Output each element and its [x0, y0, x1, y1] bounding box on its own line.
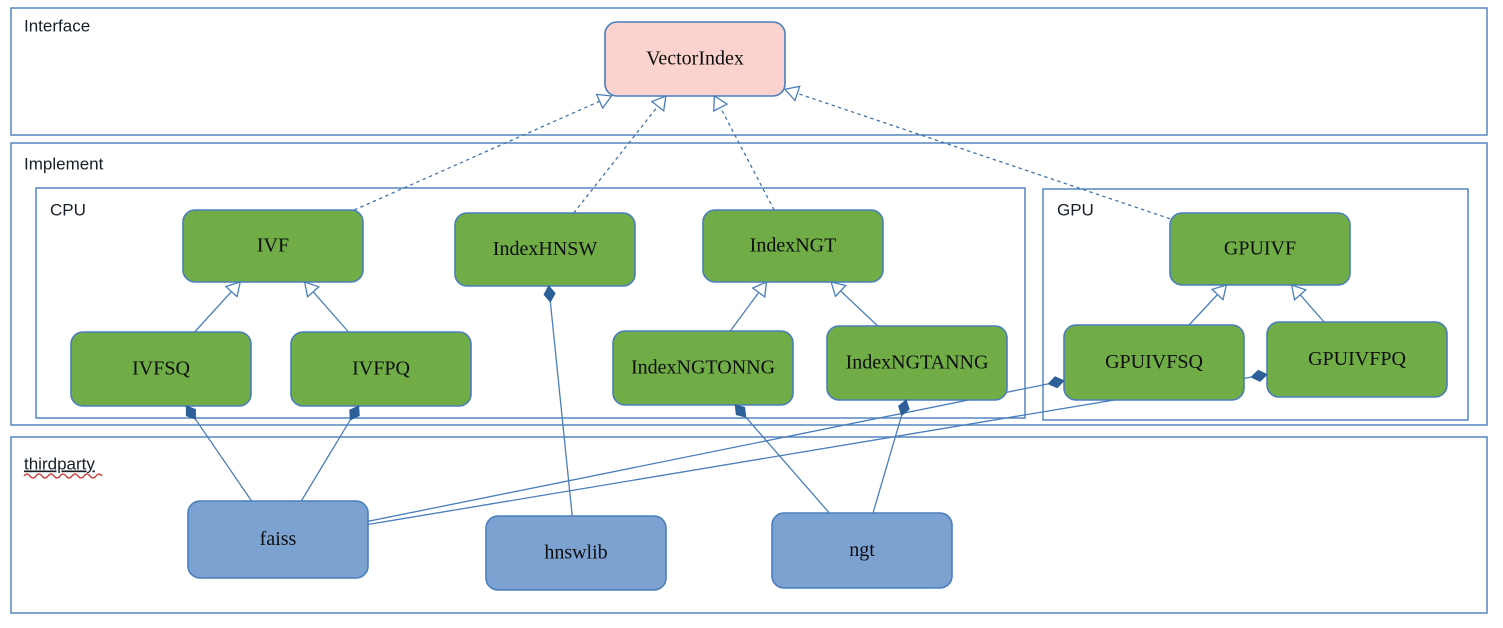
node-shape-vectorindex: [604, 21, 786, 97]
edge-indexngtanng-to-indexngt: [840, 290, 879, 327]
node-label-ivf: IVF: [257, 235, 289, 257]
node-shape-ngt: [771, 512, 953, 589]
arrowhead-generalization-indexngtonng-indexngt-icon: [751, 280, 768, 299]
edge-faiss-to-gpuivfpq: [367, 376, 1252, 526]
node-shape-gpuivf: [1169, 212, 1351, 286]
class-node-vectorindex[interactable]: VectorIndex: [604, 21, 786, 97]
node-label-vectorindex: VectorIndex: [646, 48, 744, 70]
node-shape-gpuivfpq: [1266, 321, 1448, 398]
arrowhead-realization-ivf-vectorindex-icon: [595, 93, 613, 110]
node-shape-faiss: [187, 500, 369, 579]
arrow-head-layer: [185, 85, 1308, 421]
group-label-interface: Interface: [24, 16, 90, 35]
arrowhead-realization-indexngt-vectorindex-icon: [713, 94, 729, 113]
edge-faiss-to-gpuivfsq: [367, 383, 1049, 522]
arrowhead-composition-ngt-indexngtonng-icon: [734, 404, 747, 418]
class-node-indexhnsw[interactable]: IndexHNSW: [454, 212, 636, 287]
group-label-cpu: CPU: [50, 200, 86, 219]
edge-faiss-to-ivfsq: [194, 418, 253, 502]
arrowhead-realization-indexhnsw-vectorindex-icon: [650, 94, 667, 113]
edge-ngt-to-indexngtanng: [872, 415, 903, 514]
arrowhead-generalization-gpuivfpq-gpuivf-icon: [1290, 284, 1308, 301]
arrowhead-composition-faiss-ivfpq-icon: [349, 405, 360, 421]
node-label-indexngtanng: IndexNGTANNG: [846, 352, 989, 374]
class-node-hnswlib[interactable]: hnswlib: [485, 515, 667, 591]
node-label-ivfsq: IVFSQ: [132, 358, 190, 380]
edge-gpuivfpq-to-gpuivf: [1299, 294, 1325, 323]
node-label-gpuivfpq: GPUIVFPQ: [1308, 348, 1406, 370]
arrowhead-generalization-ivfpq-ivf-icon: [303, 281, 321, 298]
class-node-ivfpq[interactable]: IVFPQ: [290, 331, 472, 407]
node-shape-indexngtonng: [612, 330, 794, 406]
class-node-ivf[interactable]: IVF: [182, 209, 364, 283]
group-label-implement: Implement: [24, 154, 104, 173]
node-shape-gpuivfsq: [1063, 324, 1245, 401]
group-label-thirdparty: thirdparty: [24, 454, 95, 473]
spellcheck-squiggle-icon: [23, 473, 103, 479]
arrowhead-generalization-indexngtanng-indexngt-icon: [830, 281, 848, 298]
node-shape-hnswlib: [485, 515, 667, 591]
class-node-indexngtonng[interactable]: IndexNGTONNG: [612, 330, 794, 406]
arrowhead-realization-gpuivf-vectorindex-icon: [783, 85, 801, 102]
edge-faiss-to-ivfpq: [300, 419, 351, 502]
class-node-indexngtanng[interactable]: IndexNGTANNG: [826, 325, 1008, 401]
arrowhead-composition-faiss-gpuivfsq-icon: [1047, 376, 1065, 389]
class-node-ivfsq[interactable]: IVFSQ: [70, 331, 252, 407]
class-node-gpuivfsq[interactable]: GPUIVFSQ: [1063, 324, 1245, 401]
edge-layer: [194, 92, 1325, 526]
class-node-gpuivf[interactable]: GPUIVF: [1169, 212, 1351, 286]
node-label-hnswlib: hnswlib: [544, 542, 607, 564]
node-shape-ivfpq: [290, 331, 472, 407]
edge-indexngt-to-vectorindex: [719, 107, 775, 211]
node-shape-ivf: [182, 209, 364, 283]
node-label-indexhnsw: IndexHNSW: [493, 238, 598, 260]
class-node-ngt[interactable]: ngt: [771, 512, 953, 589]
edge-indexngtonng-to-indexngt: [729, 292, 760, 332]
edge-indexhnsw-to-vectorindex: [573, 105, 659, 214]
node-label-ngt: ngt: [849, 539, 875, 561]
class-node-faiss[interactable]: faiss: [187, 500, 369, 579]
node-label-gpuivfsq: GPUIVFSQ: [1105, 351, 1203, 373]
edge-hnswlib-to-indexhnsw: [549, 301, 573, 517]
arrowhead-composition-hnswlib-indexhnsw-icon: [543, 285, 556, 303]
node-shape-indexngt: [702, 209, 884, 283]
group-labels: Interface Implement CPU GPU thirdparty: [23, 16, 1094, 479]
arrowhead-composition-faiss-ivfsq-icon: [185, 405, 196, 420]
arrowhead-generalization-gpuivfsq-gpuivf-icon: [1210, 284, 1228, 301]
arrowhead-composition-ngt-indexngtanng-icon: [898, 399, 910, 417]
edge-ivfpq-to-ivf: [312, 291, 350, 333]
node-shape-indexhnsw: [454, 212, 636, 287]
edge-ngt-to-indexngtonng: [745, 416, 830, 514]
arrowhead-composition-faiss-gpuivfpq-icon: [1250, 369, 1268, 382]
node-shape-ivfsq: [70, 331, 252, 407]
node-label-indexngt: IndexNGT: [750, 235, 837, 257]
class-node-gpuivfpq[interactable]: GPUIVFPQ: [1266, 321, 1448, 398]
edge-ivfsq-to-ivf: [194, 291, 232, 333]
group-label-gpu: GPU: [1057, 200, 1094, 219]
edge-gpuivf-to-vectorindex: [797, 92, 1171, 220]
node-label-faiss: faiss: [260, 528, 297, 550]
class-node-indexngt[interactable]: IndexNGT: [702, 209, 884, 283]
node-label-gpuivf: GPUIVF: [1224, 238, 1296, 260]
arrowhead-generalization-ivfsq-ivf-icon: [224, 281, 242, 298]
node-label-ivfpq: IVFPQ: [352, 358, 410, 380]
node-shape-indexngtanng: [826, 325, 1008, 401]
edge-gpuivfsq-to-gpuivf: [1188, 294, 1218, 326]
node-label-indexngtonng: IndexNGTONNG: [631, 357, 775, 379]
